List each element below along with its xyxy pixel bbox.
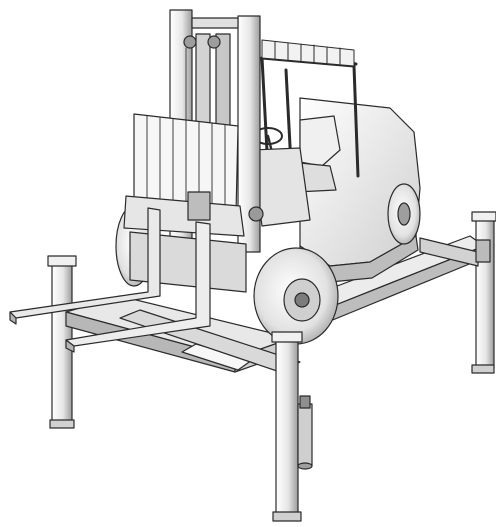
lift-post-back-right: [471, 211, 496, 374]
forklift-front-tire-right: [253, 247, 339, 345]
lift-crossbeam-rear: [419, 237, 491, 267]
forklift-fork-left: [9, 207, 161, 325]
forklift-roof-grid: [261, 39, 355, 67]
forklift-fork-right: [65, 221, 211, 353]
forklift-rear-tire: [387, 183, 421, 245]
lift-hydraulic-pump: [297, 395, 313, 470]
